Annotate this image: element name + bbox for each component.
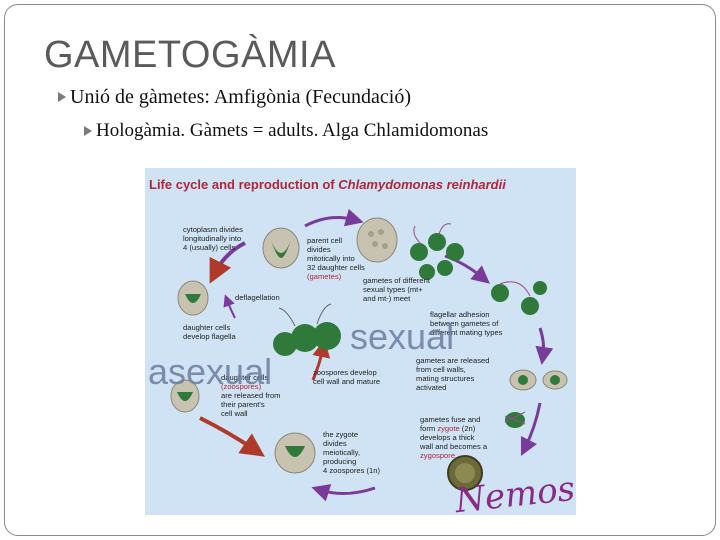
caption-gametes-different: gametes of different sexual types (mt+ a…: [363, 276, 430, 303]
cell-fusion: [504, 411, 526, 428]
caption-zoospores-develop: zoospores develop cell wall and mature: [313, 368, 381, 386]
bullet-hologamia-text: Hologàmia. Gàmets = adults. Alga Chlamid…: [96, 120, 489, 141]
figure-title: Life cycle and reproduction of Chlamydom…: [149, 177, 506, 192]
arrow-right-lower: [520, 402, 542, 457]
caption-gametes-fuse-zygote: zygote: [437, 424, 460, 433]
caption-gametes-fuse: gametes fuse and form zygote (2n) develo…: [420, 415, 487, 460]
chlamydomonas-life-cycle-figure: Life cycle and reproduction of Chlamydom…: [145, 168, 576, 515]
caption-deflagellation: deflagellation: [235, 293, 280, 302]
caption-daughter-zoospores-b: are released from their parent's cell wa…: [221, 391, 281, 418]
arrow-top: [304, 208, 364, 228]
arrow-asexual-top: [209, 241, 246, 284]
bullet-arrow-icon: [84, 125, 92, 136]
caption-parent-cell: parent cell divides mitotically into 32 …: [307, 236, 365, 281]
caption-cytoplasm-divides: cytoplasm divides longitudinally into 4 …: [183, 225, 243, 252]
cell-daughter-flagella: [177, 280, 209, 316]
slide-title: GAMETOGÀMIA: [44, 34, 336, 76]
bullet-amfigonia: Unió de gàmetes: Amfigònia (Fecundació): [58, 86, 411, 109]
arrow-zoospores-center: [311, 339, 331, 381]
figure-title-species: Chlamydomonas reinhardii: [338, 177, 506, 192]
bullet-hologamia: Hologàmia. Gàmets = adults. Alga Chlamid…: [84, 120, 488, 142]
bullet-arrow-icon: [58, 92, 66, 103]
caption-gametes-released: gametes are released from cell walls, ma…: [416, 356, 490, 392]
caption-gametes-fuse-b: (2n) develops a thick wall and becomes a: [420, 424, 488, 451]
arrow-asexual-bottom: [199, 416, 265, 457]
cell-gametes-released: [509, 369, 568, 391]
figure-title-prefix: Life cycle and reproduction of: [149, 177, 339, 192]
cell-32-daughters: [356, 217, 398, 263]
caption-gametes-fuse-a: gametes fuse and form: [420, 415, 481, 433]
cell-daughter-zoospores: [170, 379, 200, 413]
overlay-asexual-label: asexual: [148, 351, 273, 392]
caption-parent-cell-gametes: (gametes): [307, 272, 342, 281]
cell-adhesion: [491, 281, 547, 315]
arrow-deflagellation: [223, 294, 236, 319]
caption-zygote-divides: the zygote divides meiotically, producin…: [323, 430, 380, 475]
caption-daughter-flagella: daughter cells develop flagella: [183, 323, 236, 341]
cell-parent-dividing: [262, 227, 300, 269]
cell-gametes-cluster: [410, 223, 464, 280]
caption-parent-cell-text: parent cell divides mitotically into 32 …: [307, 236, 365, 272]
cell-zygospore: [447, 455, 483, 491]
arrow-right-mid: [535, 327, 554, 365]
caption-zygospore: zygospore: [420, 451, 456, 460]
arrow-bottom: [311, 484, 376, 502]
caption-daughter-zoospores-a: daughter cells: [221, 373, 269, 382]
overlay-sexual-label: sexual: [350, 316, 455, 357]
caption-daughter-zoospores: daughter cells(zoospores)are released fr…: [221, 373, 281, 418]
cell-center-zoospores: [273, 303, 341, 356]
caption-daughter-zoospores-red: (zoospores): [221, 382, 262, 391]
bullet-amfigonia-text: Unió de gàmetes: Amfigònia (Fecundació): [70, 86, 412, 108]
cell-zygote-dividing: [274, 432, 316, 474]
caption-flagellar-adhesion: flagellar adhesion between gametes of di…: [430, 310, 503, 337]
life-cycle-diagram: [170, 208, 568, 502]
